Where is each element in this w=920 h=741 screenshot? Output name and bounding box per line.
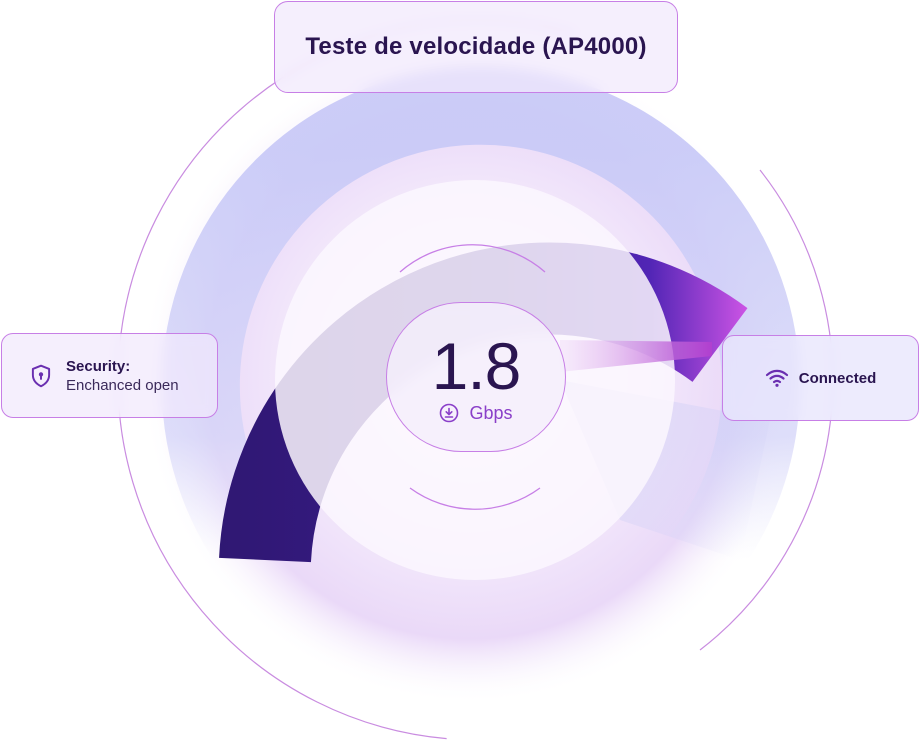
- speed-value: 1.8: [431, 328, 522, 403]
- connection-card: Connected: [722, 335, 919, 421]
- download-icon: [440, 403, 459, 423]
- security-label: Security:: [66, 357, 131, 375]
- page-title: Teste de velocidade (AP4000): [305, 33, 647, 60]
- speed-unit: Gbps: [469, 402, 513, 423]
- shield-lock-icon: [31, 364, 51, 387]
- gauge-needle: [560, 340, 712, 372]
- inner-arc-top: [399, 244, 546, 273]
- security-card: Security: Enchanced open: [1, 333, 218, 418]
- speed-unit-row: Gbps: [439, 402, 513, 424]
- outer-ring-right: [699, 169, 834, 651]
- connection-status: Connected: [798, 369, 877, 387]
- security-value: Enchanced open: [66, 376, 179, 394]
- speed-readout: 1.8 Gbps: [386, 302, 566, 452]
- wifi-icon: [765, 369, 788, 387]
- title-card: Teste de velocidade (AP4000): [274, 1, 678, 93]
- inner-arc-bottom: [409, 487, 541, 510]
